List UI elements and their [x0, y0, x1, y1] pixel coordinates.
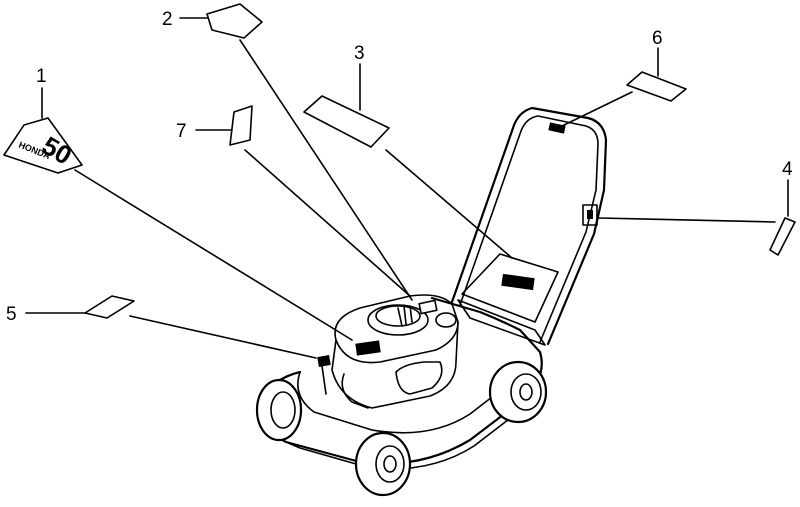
decal-4	[769, 217, 796, 256]
callout-4: 4	[782, 159, 793, 180]
callout-7: 7	[176, 121, 187, 142]
leader-2	[239, 39, 413, 301]
callout-numbers: 1 2 3 4 5 6 7	[6, 9, 793, 325]
callout-6: 6	[652, 28, 663, 49]
handle-top-decal-mark	[548, 122, 566, 134]
engine-top-decal-mark	[355, 340, 381, 356]
leader-5	[129, 315, 317, 359]
mower-engine	[317, 294, 459, 409]
decal-2	[206, 3, 263, 39]
mower-handle	[450, 106, 608, 346]
decal-6	[626, 71, 687, 102]
decal-1-honda-emblem: 50 HONDA	[3, 117, 83, 174]
decal-3	[303, 95, 390, 148]
leader-lines	[25, 17, 789, 359]
mower-rear-cover	[457, 253, 559, 346]
rear-cover-decal-mark	[501, 273, 535, 291]
mower-rear-right-wheel	[488, 360, 548, 424]
callout-2: 2	[162, 9, 173, 30]
decal-7	[229, 105, 253, 146]
callout-5: 5	[6, 304, 17, 325]
handle-switch-box	[582, 204, 598, 226]
mower-front-right-wheel	[354, 431, 412, 497]
leader-7	[244, 149, 411, 297]
decal-5	[84, 295, 135, 319]
callout-3: 3	[354, 43, 365, 64]
mower-front-left-wheel	[255, 378, 303, 442]
lawn-mower	[255, 106, 608, 497]
leader-6	[561, 91, 633, 127]
leader-3	[385, 149, 513, 259]
leader-4	[597, 217, 776, 223]
engine-side-decal-mark	[317, 355, 331, 367]
leader-1	[74, 169, 353, 341]
callout-1: 1	[36, 66, 47, 87]
